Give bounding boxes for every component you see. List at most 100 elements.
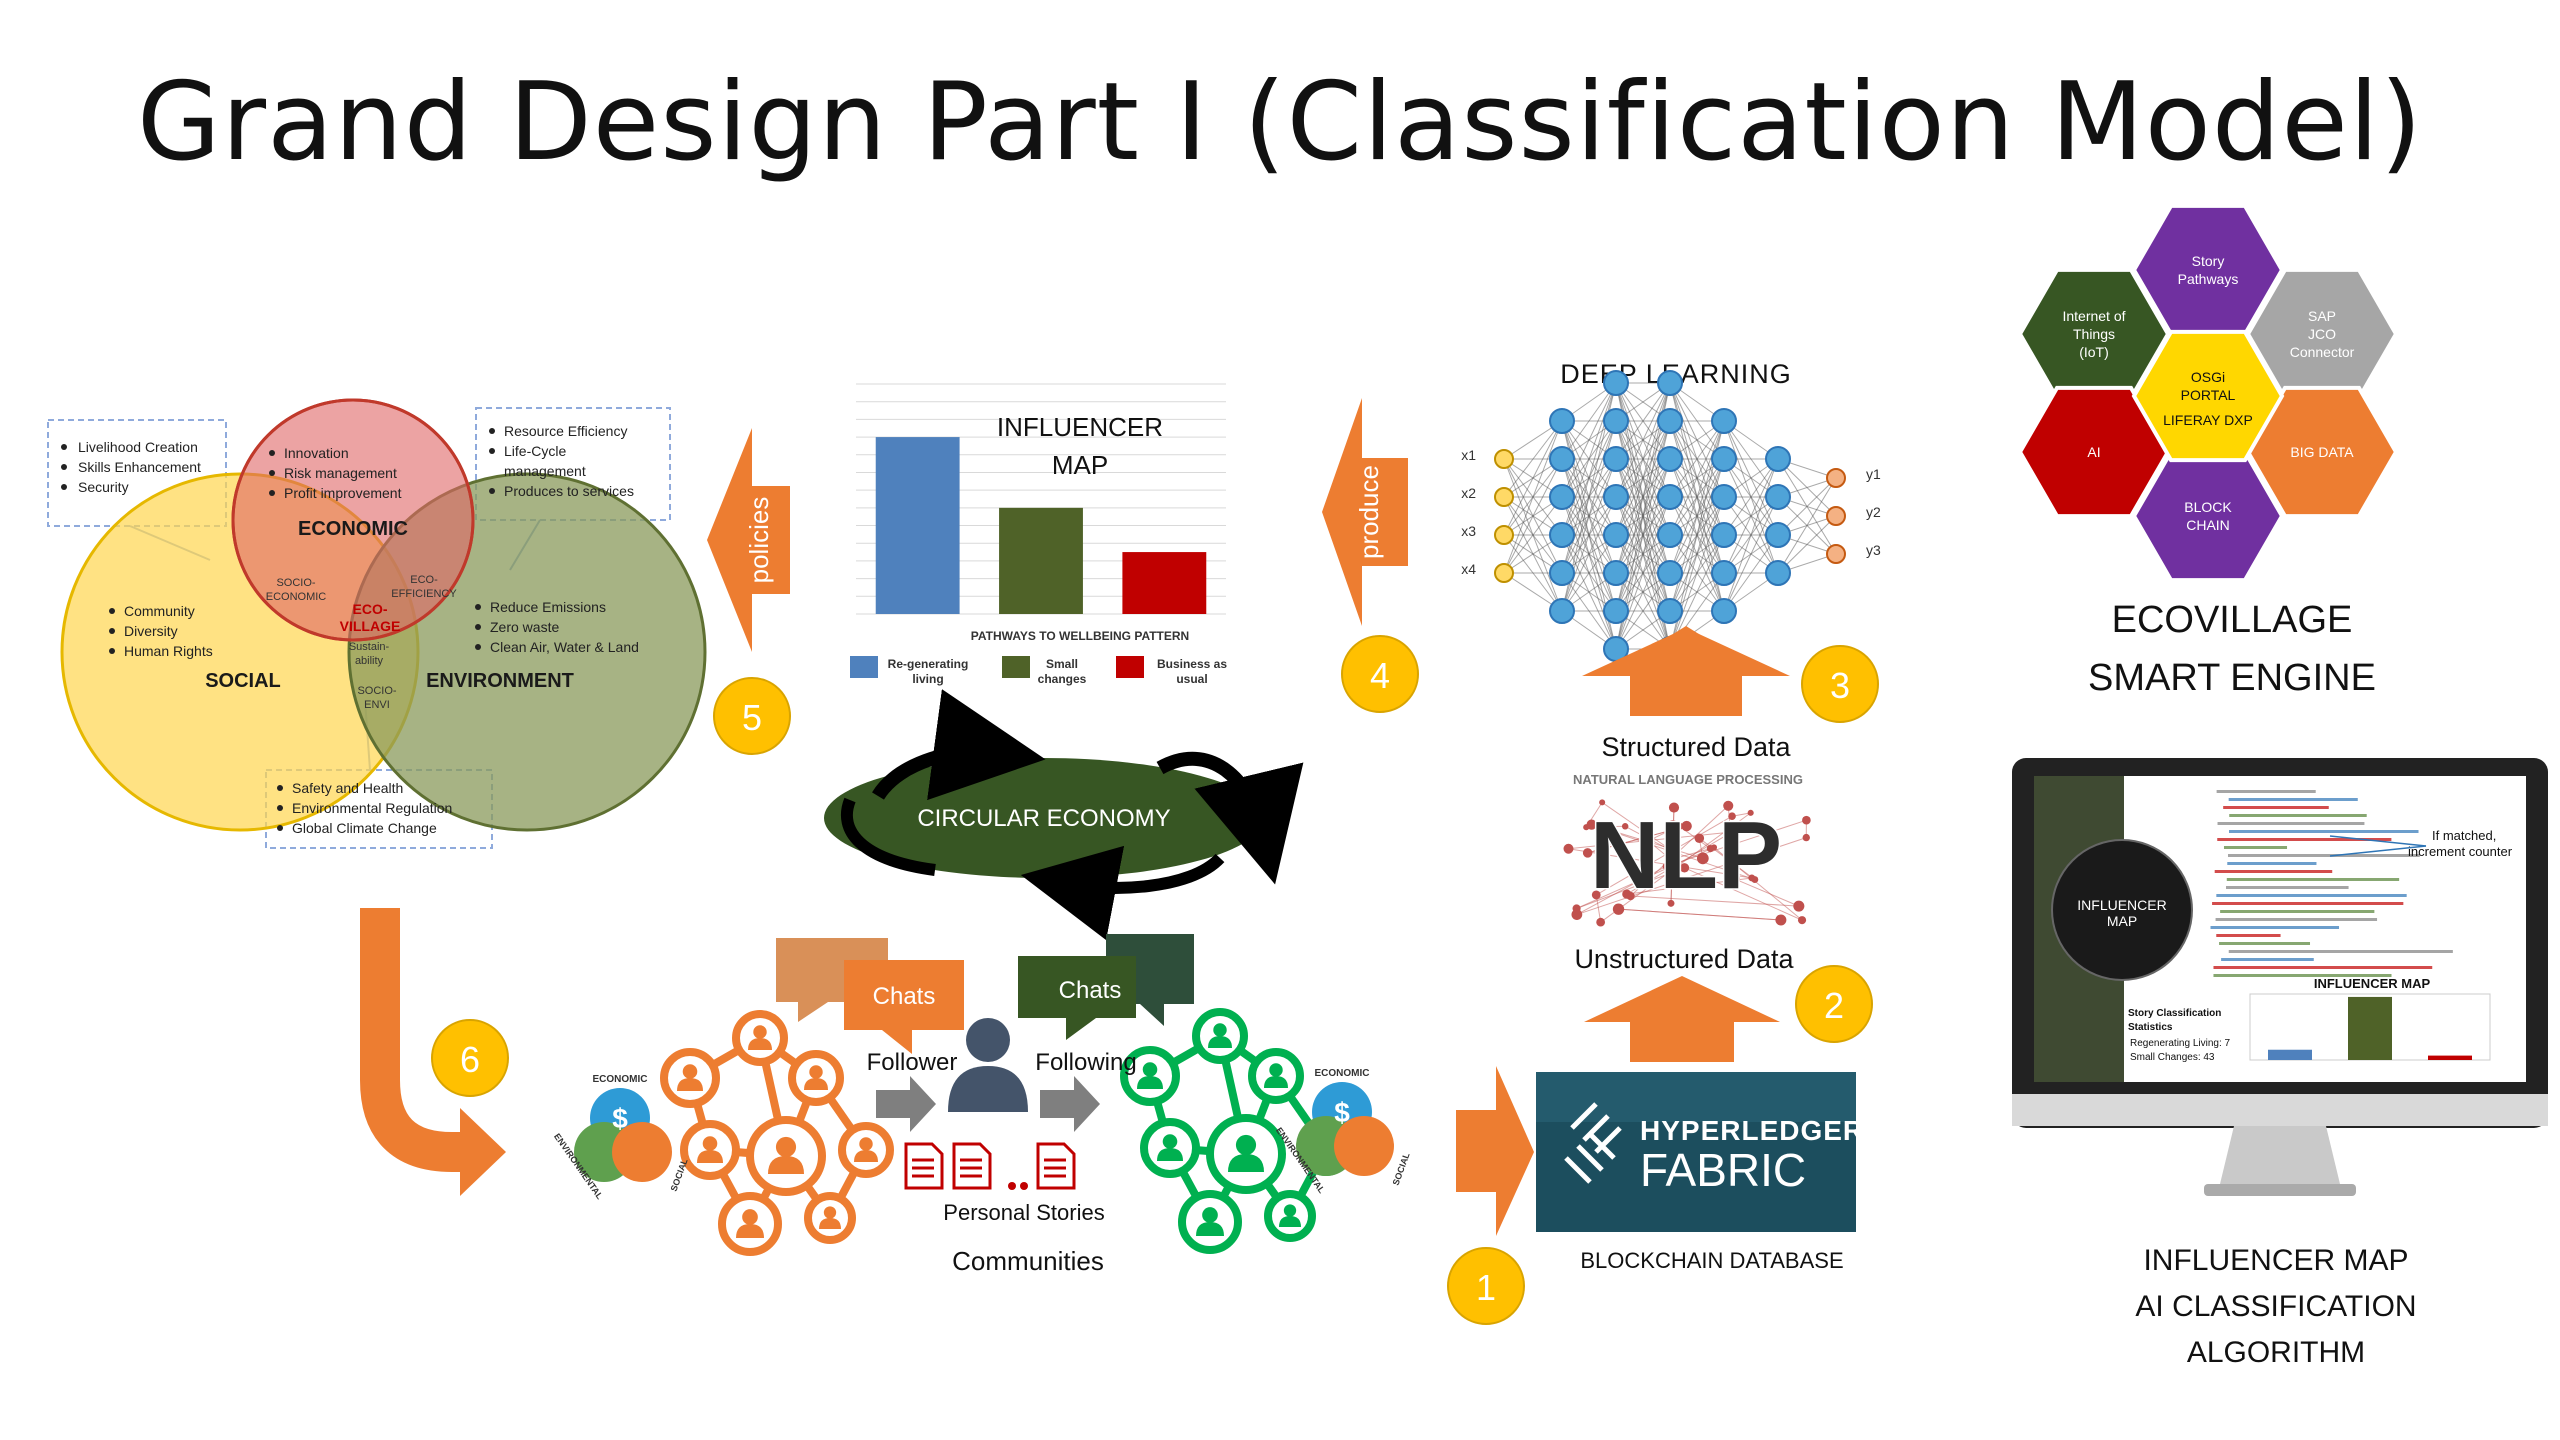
legend-label: living bbox=[912, 672, 943, 686]
nn-edge bbox=[1723, 458, 1779, 574]
person-body bbox=[854, 1150, 878, 1162]
hyperledger-icon bbox=[1564, 1102, 1622, 1184]
nn-node bbox=[1603, 408, 1629, 434]
follower-label: Follower bbox=[867, 1049, 958, 1076]
nlp-edge bbox=[1595, 815, 1733, 896]
person-head bbox=[742, 1209, 758, 1225]
nlp-edge bbox=[1576, 866, 1667, 915]
code-line bbox=[2221, 958, 2314, 961]
box-environment-items: Resource Efficiency Life-Cycle managemen… bbox=[504, 423, 634, 499]
monitor-base bbox=[2204, 1184, 2356, 1196]
person-head bbox=[1202, 1207, 1218, 1223]
box-social-items: Livelihood Creation Skills Enhancement S… bbox=[78, 439, 201, 495]
follower-arrow bbox=[876, 1076, 936, 1132]
nlp-node bbox=[1612, 903, 1625, 915]
code-line bbox=[2229, 830, 2419, 833]
nlp-node bbox=[1571, 909, 1583, 920]
nn-edge bbox=[1561, 458, 1617, 612]
nn-edge bbox=[1723, 458, 1779, 536]
policies-arrow: policies bbox=[707, 428, 790, 652]
produce-arrow: produce bbox=[1322, 398, 1408, 626]
code-line bbox=[2217, 838, 2392, 841]
economic-circle-outline bbox=[231, 398, 475, 642]
screen-chart-title: INFLUENCER MAP bbox=[2314, 976, 2431, 991]
monitor-caption-line-1: INFLUENCER MAP bbox=[2143, 1244, 2408, 1277]
person-icon bbox=[948, 1018, 1028, 1112]
code-line bbox=[2216, 894, 2407, 897]
chat-bubbles-right: Chats bbox=[1018, 934, 1194, 1040]
code-line bbox=[2215, 918, 2378, 921]
nn-node bbox=[1603, 446, 1629, 472]
person-body bbox=[1279, 1216, 1301, 1227]
nlp-edge bbox=[1626, 831, 1733, 895]
code-line bbox=[2228, 798, 2358, 801]
nn-edge bbox=[1503, 458, 1563, 574]
code-line bbox=[2226, 886, 2349, 889]
chart-legend: Re-generating living Small changes Busin… bbox=[850, 656, 1227, 686]
hex-label: BLOCK bbox=[2184, 499, 2232, 515]
nn-node bbox=[1603, 484, 1629, 510]
nn-node bbox=[1657, 560, 1683, 586]
nn-edge bbox=[1615, 572, 1671, 650]
legend-label: Re-generating bbox=[888, 657, 969, 671]
nn-node bbox=[1549, 446, 1575, 472]
person-head bbox=[823, 1206, 837, 1219]
nn-node bbox=[1603, 560, 1629, 586]
nlp-node bbox=[1710, 844, 1718, 851]
socio-envi-label-1: SOCIO- bbox=[357, 685, 396, 697]
chat-bubble-front bbox=[844, 960, 964, 1054]
hex-label: Story bbox=[2192, 253, 2225, 269]
hex-label: SAP bbox=[2308, 308, 2336, 324]
cycle-arrow bbox=[1156, 751, 1304, 885]
page-title: Grand Design Part I (Classification Mode… bbox=[136, 60, 2423, 185]
eco-village-label-2: VILLAGE bbox=[340, 618, 401, 634]
person-head bbox=[775, 1136, 797, 1158]
venn-social-label: SOCIAL bbox=[205, 670, 281, 692]
chart-title-line-1: INFLUENCER bbox=[997, 412, 1163, 442]
nlp-node bbox=[1802, 815, 1811, 825]
communities-caption: Communities bbox=[952, 1246, 1104, 1276]
hex-label: Pathways bbox=[2178, 271, 2239, 287]
mini-venn-label: SOCIAL bbox=[669, 1157, 690, 1193]
nlp-node bbox=[1793, 900, 1805, 912]
nn-node bbox=[1657, 598, 1683, 624]
nlp-node bbox=[1694, 833, 1705, 844]
person-body bbox=[736, 1224, 764, 1238]
nn-edge bbox=[1723, 458, 1779, 612]
nlp-node bbox=[1563, 843, 1574, 854]
person-head bbox=[1235, 1134, 1257, 1156]
box-item: Produces to services bbox=[504, 483, 634, 499]
code-line bbox=[2223, 806, 2329, 809]
screen-note-line-1: If matched, bbox=[2432, 828, 2496, 843]
engine-caption-line-2: SMART ENGINE bbox=[2088, 657, 2376, 699]
nn-node bbox=[1494, 563, 1514, 583]
nlp-edge bbox=[1630, 895, 1799, 907]
screen-code-lines bbox=[2210, 790, 2453, 977]
nn-edge bbox=[1503, 420, 1563, 498]
nn-edge bbox=[1777, 515, 1837, 574]
step-number: 6 bbox=[460, 1039, 480, 1080]
nn-input-label: x4 bbox=[1461, 561, 1476, 577]
nn-node bbox=[1603, 370, 1629, 396]
nn-node bbox=[1765, 484, 1791, 510]
person-head bbox=[1269, 1063, 1283, 1077]
bar-3 bbox=[1122, 552, 1207, 614]
chats-right-label: Chats bbox=[1059, 977, 1122, 1004]
environment-item: Zero waste bbox=[490, 619, 559, 635]
nlp-edge bbox=[1699, 837, 1756, 880]
nn-node bbox=[1603, 598, 1629, 624]
social-item: Diversity bbox=[124, 623, 178, 639]
nn-node bbox=[1603, 522, 1629, 548]
nn-node bbox=[1657, 446, 1683, 472]
person-head bbox=[682, 1064, 698, 1079]
influencer-bar-chart: INFLUENCER MAP PATHWAYS TO WELLBEING PAT… bbox=[850, 383, 1227, 686]
nlp-node bbox=[1586, 819, 1597, 830]
socio-economic-label-2: ECONOMIC bbox=[266, 591, 327, 603]
person-body bbox=[1137, 1076, 1163, 1089]
nn-edge bbox=[1561, 382, 1617, 498]
nn-edge bbox=[1669, 420, 1725, 536]
code-line bbox=[2227, 862, 2317, 865]
code-line bbox=[2223, 846, 2288, 849]
code-line bbox=[2212, 902, 2404, 905]
